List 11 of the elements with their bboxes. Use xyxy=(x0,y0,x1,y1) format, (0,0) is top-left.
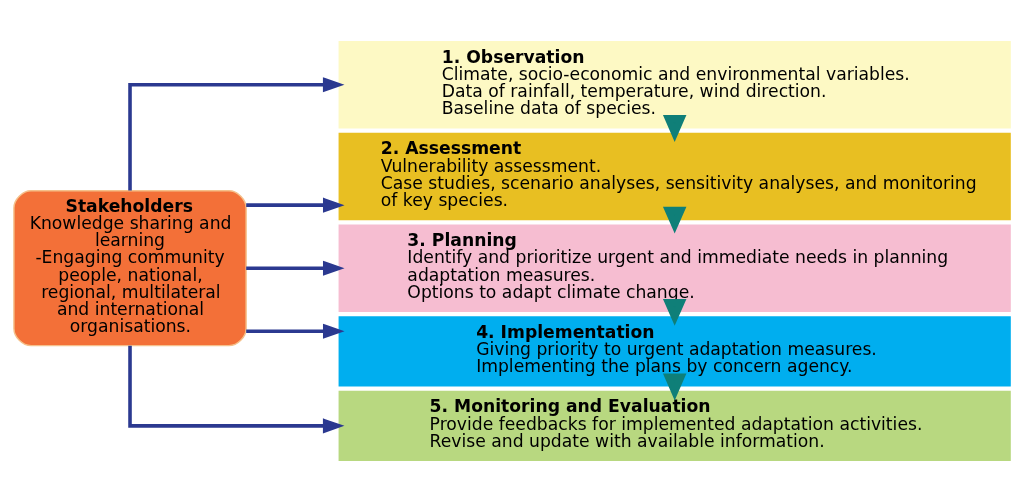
arrow xyxy=(662,298,687,326)
node-box: 5. Monitoring and Evaluation Provide feedbacks for implemented adaptation activities. Revise and update with available information. xyxy=(338,390,1011,461)
arrow xyxy=(128,345,345,433)
arrow xyxy=(246,323,345,339)
arrow xyxy=(662,114,687,142)
arrow xyxy=(246,197,345,213)
node-box: Stakeholders Knowledge sharing and learning -Engaging community people, national, regional, multilateral and international organisations. xyxy=(13,189,247,346)
arrow xyxy=(662,206,687,234)
arrow xyxy=(662,373,687,400)
arrow xyxy=(246,260,345,276)
arrow xyxy=(128,76,345,190)
